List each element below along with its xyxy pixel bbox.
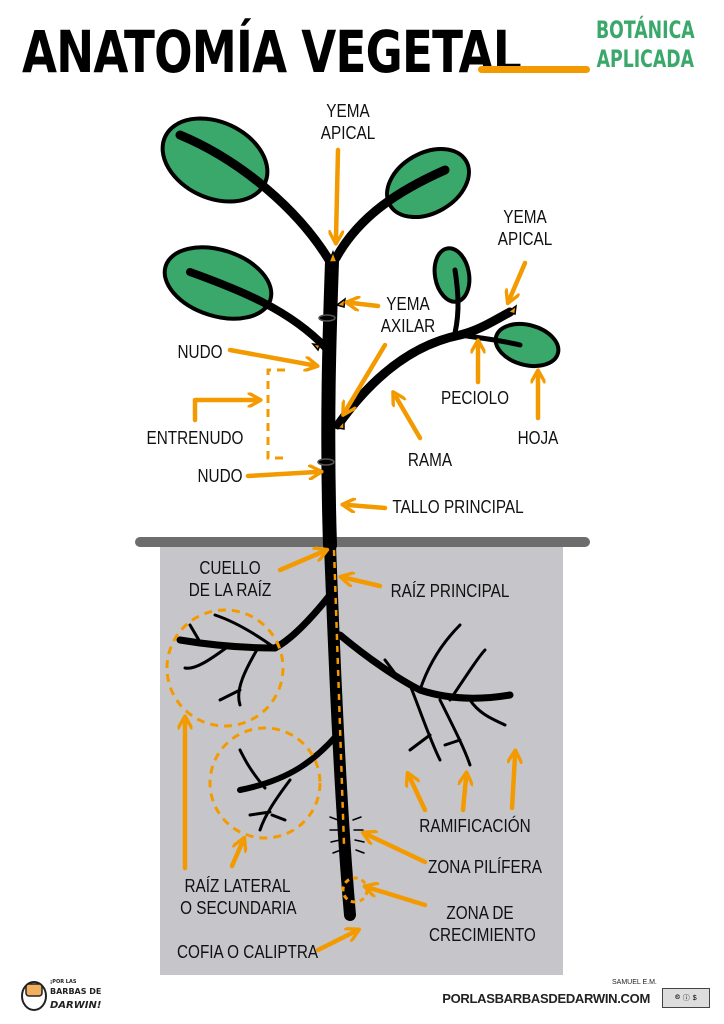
arrow: [315, 932, 354, 953]
arrow: [277, 552, 322, 573]
node: [318, 314, 336, 322]
node: [317, 458, 335, 466]
cc-icon: 🅭: [675, 994, 680, 1001]
label-cofia: COFIA O CALIPTRA: [177, 942, 319, 962]
title-underline: [478, 66, 590, 73]
nc-icon: $: [692, 994, 697, 1002]
label-zona-pilifera: ZONA PILÍFERA: [428, 857, 542, 877]
svg-text:BARBAS DE: BARBAS DE: [50, 987, 101, 996]
main-root: [324, 539, 356, 921]
arrow: [352, 303, 381, 306]
arrow: [368, 835, 428, 865]
main-root-axis: [332, 549, 346, 846]
arrow: [396, 397, 423, 441]
petiole: [452, 267, 461, 336]
label-ramificacion: RAMIFICACIÓN: [419, 816, 531, 836]
apical-bud: [506, 304, 517, 315]
entrenudo-bracket: [266, 368, 288, 460]
stems: [175, 130, 523, 921]
lateral-root-circle: [208, 726, 322, 840]
darwin-face-icon: ¡POR LAS BARBAS DE DARWIN!: [21, 979, 101, 1011]
petiole: [457, 332, 523, 348]
root-branches: [238, 748, 292, 832]
label-rama: RAMA: [407, 450, 453, 470]
website-link[interactable]: PORLASBARBASDEDARWIN.COM: [442, 991, 650, 1006]
arrow: [245, 472, 316, 476]
lateral-root-circle: [165, 608, 285, 728]
apical-bud: [327, 249, 339, 263]
arrow: [370, 888, 428, 908]
side-branch: [333, 307, 515, 430]
arrows: [185, 147, 538, 953]
arrow: [510, 260, 528, 298]
cc-license-badge: 🅭 ⓘ $: [662, 988, 710, 1008]
arrow: [463, 778, 466, 813]
label-tallo-principal: TALLO PRINCIPAL: [392, 497, 524, 517]
arrow: [346, 578, 383, 589]
branch: [175, 130, 337, 270]
branch: [331, 165, 450, 263]
arrow: [192, 400, 255, 423]
root-hairs: [329, 816, 365, 854]
root-branches: [183, 613, 277, 707]
label-nudo-upper: NUDO: [177, 342, 223, 362]
axillary-bud: [335, 297, 346, 308]
subtitle-line: BOTÁNICA: [596, 16, 695, 44]
axillary-bud: [311, 342, 322, 352]
svg-text:¡POR LAS: ¡POR LAS: [50, 979, 77, 985]
root-branches: [383, 623, 507, 767]
arrow: [227, 347, 312, 365]
arrow: [229, 843, 242, 869]
branch: [186, 268, 330, 352]
nodes: [311, 249, 517, 466]
author: SAMUEL E.M.: [612, 979, 657, 986]
arrow: [512, 756, 515, 811]
page-subtitle: BOTÁNICA APLICADA: [596, 16, 695, 74]
label-raiz-principal: RAÍZ PRINCIPAL: [390, 581, 510, 601]
axillary-bud: [336, 418, 345, 430]
page-title: ANATOMÍA VEGETAL: [22, 18, 522, 86]
arrow: [348, 505, 388, 508]
leaf: [493, 321, 561, 369]
subtitle-line: APLICADA: [596, 45, 694, 73]
label-nudo-lower: NUDO: [197, 466, 243, 486]
label-entrenudo: ENTRENUDO: [146, 428, 244, 448]
main-stem: [321, 255, 339, 552]
arrow: [410, 778, 428, 813]
lateral-root: [237, 732, 340, 793]
label-hoja: HOJA: [517, 428, 559, 448]
by-icon: ⓘ: [682, 995, 690, 1002]
arrow: [336, 147, 338, 238]
leaf: [160, 116, 270, 204]
svg-text:DARWIN!: DARWIN!: [50, 1000, 101, 1011]
darwin-logo: ¡POR LAS BARBAS DE DARWIN!: [18, 975, 102, 1015]
label-peciolo: PECIOLO: [440, 388, 510, 408]
dashed-guides: [165, 368, 369, 904]
arrow: [346, 342, 388, 410]
